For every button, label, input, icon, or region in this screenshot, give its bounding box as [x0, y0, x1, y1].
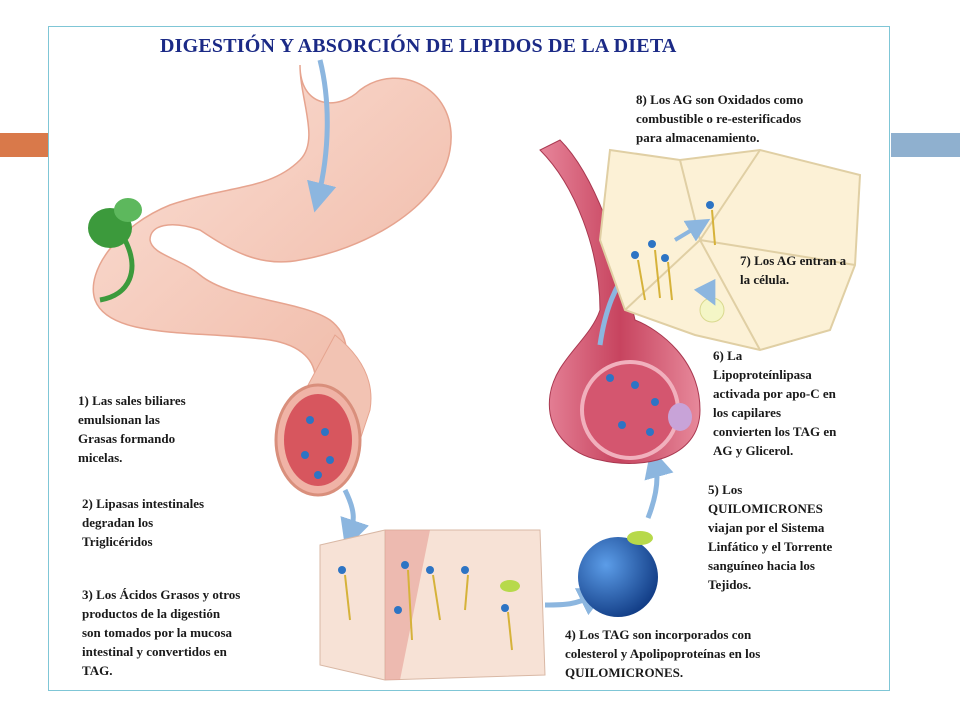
step-7-text: 7) Los AG entran a la célula. [740, 253, 847, 287]
step-3-text: 3) Los Ácidos Grasos y otros productos d… [82, 587, 241, 678]
step-4-text: 4) Los TAG son incorporados con colester… [565, 627, 761, 680]
step-2-text: 2) Lipasas intestinales degradan los Tri… [82, 496, 205, 549]
accent-bar-left [0, 133, 48, 157]
gallbladder-illustration [88, 198, 142, 303]
intestine-cross-section-illustration [274, 334, 372, 550]
mucosa-cell-illustration [319, 529, 546, 681]
chylomicron-sphere-illustration [578, 447, 674, 617]
accent-bar-right [891, 133, 960, 157]
page-title: DIGESTIÓN Y ABSORCIÓN DE LIPIDOS DE LA D… [160, 35, 677, 57]
stomach-illustration [92, 59, 452, 386]
step-5-text: 5) Los QUILOMICRONES viajan por el Siste… [708, 482, 833, 592]
step-8-text: 8) Los AG son Oxidados como combustible … [636, 92, 804, 145]
adipose-cells-illustration [598, 148, 862, 352]
step-6-text: 6) La Lipoproteínlipasa activada por apo… [713, 348, 837, 458]
step-1-text: 1) Las sales biliares emulsionan las Gra… [78, 393, 186, 465]
